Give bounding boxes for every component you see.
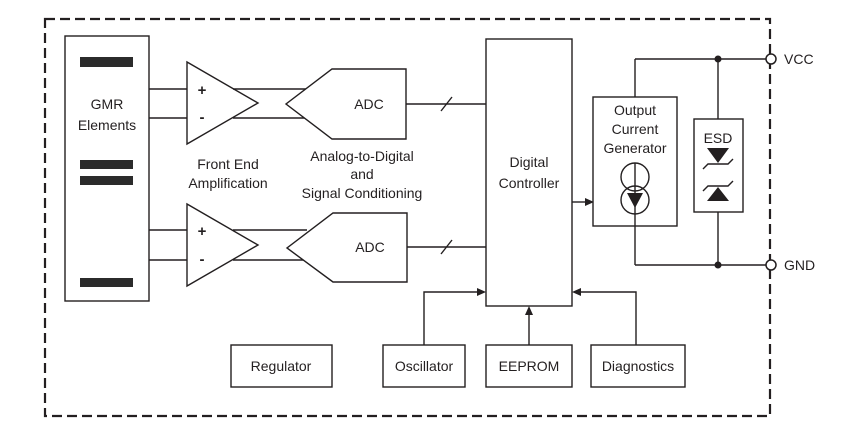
zener-cathode-bar-top xyxy=(702,158,734,170)
gmr-label-line2: Elements xyxy=(78,117,136,133)
gnd-pin-label: GND xyxy=(784,257,815,273)
amplifier-top-triangle xyxy=(186,60,260,146)
arrowhead-diagnostics-controller xyxy=(572,288,581,296)
gmr-bar-1 xyxy=(80,57,133,67)
vcc-pin-terminal xyxy=(765,53,777,65)
arrowhead-controller-ocg xyxy=(585,198,594,206)
adc-caption-line1: Analog-to-Digital xyxy=(310,148,414,164)
diagnostics-label: Diagnostics xyxy=(602,358,674,374)
zener-diode-top xyxy=(707,148,729,163)
zener-cathode-bar-bottom xyxy=(702,180,734,192)
regulator-box xyxy=(230,344,333,388)
amp-bottom-plus-sign: + xyxy=(198,223,207,240)
front-end-caption-line1: Front End xyxy=(197,156,258,172)
ocg-label-line2: Current xyxy=(612,121,659,137)
adc-caption-line3: Signal Conditioning xyxy=(302,185,423,201)
zener-diode-bottom xyxy=(707,187,729,201)
wire-oscillator-controller xyxy=(423,291,477,345)
amplifier-bottom: + - xyxy=(186,202,260,288)
adc-bottom-label: ADC xyxy=(355,239,385,255)
arrowhead-oscillator-controller xyxy=(477,288,486,296)
amp-top-plus-sign: + xyxy=(198,82,207,99)
gmr-bar-3 xyxy=(80,176,133,185)
digital-controller-block: Digital Controller xyxy=(485,38,573,307)
chip-boundary-dashed-border xyxy=(43,17,772,418)
esd-label: ESD xyxy=(704,130,733,146)
esd-block: ESD xyxy=(693,59,744,265)
output-current-generator-block: Output Current Generator xyxy=(592,96,678,227)
ocg-label-line1: Output xyxy=(614,102,656,118)
digital-controller-box xyxy=(485,38,573,307)
amplifier-bottom-triangle xyxy=(186,202,260,288)
gmr-label-line1: GMR xyxy=(91,96,124,112)
gmr-bar-4 xyxy=(80,278,133,287)
amplifier-top: + - xyxy=(186,60,260,146)
wire-diagnostics-controller xyxy=(581,291,637,345)
bus-slash-top xyxy=(440,96,453,112)
vcc-pin-label: VCC xyxy=(784,51,814,67)
adc-bottom-block: ADC xyxy=(285,212,408,283)
oscillator-block: Oscillator xyxy=(382,288,486,388)
junction-dot-vcc xyxy=(714,55,722,63)
digital-controller-label-line1: Digital xyxy=(510,154,549,170)
eeprom-label: EEPROM xyxy=(499,358,560,374)
oscillator-label: Oscillator xyxy=(395,358,454,374)
bus-slash-bottom xyxy=(440,239,453,255)
gmr-elements-block: GMR Elements xyxy=(64,35,150,302)
ocg-label-line3: Generator xyxy=(603,140,666,156)
current-source-arrow xyxy=(627,193,643,208)
regulator-block: Regulator xyxy=(230,344,333,388)
eeprom-block: EEPROM xyxy=(485,306,573,388)
gmr-bar-2 xyxy=(80,160,133,169)
adc-top-label: ADC xyxy=(354,96,384,112)
regulator-label: Regulator xyxy=(251,358,312,374)
adc-top-shape xyxy=(284,68,407,140)
adc-caption-line2: and xyxy=(350,166,373,182)
amp-top-minus-sign: - xyxy=(200,109,205,126)
amp-bottom-minus-sign: - xyxy=(200,251,205,268)
arrowhead-eeprom-controller xyxy=(525,306,533,315)
eeprom-box xyxy=(485,344,573,388)
digital-controller-label-line2: Controller xyxy=(499,175,560,191)
current-source-circle-bottom xyxy=(620,185,650,215)
adc-top-block: ADC xyxy=(284,68,407,140)
diagnostics-block: Diagnostics xyxy=(572,288,686,388)
oscillator-box xyxy=(382,344,466,388)
junction-dot-gnd xyxy=(714,261,722,269)
gnd-pin-terminal xyxy=(765,259,777,271)
current-source-circle-top xyxy=(620,162,650,192)
diagnostics-box xyxy=(590,344,686,388)
front-end-caption-line2: Amplification xyxy=(188,175,267,191)
adc-bottom-shape xyxy=(285,212,408,283)
